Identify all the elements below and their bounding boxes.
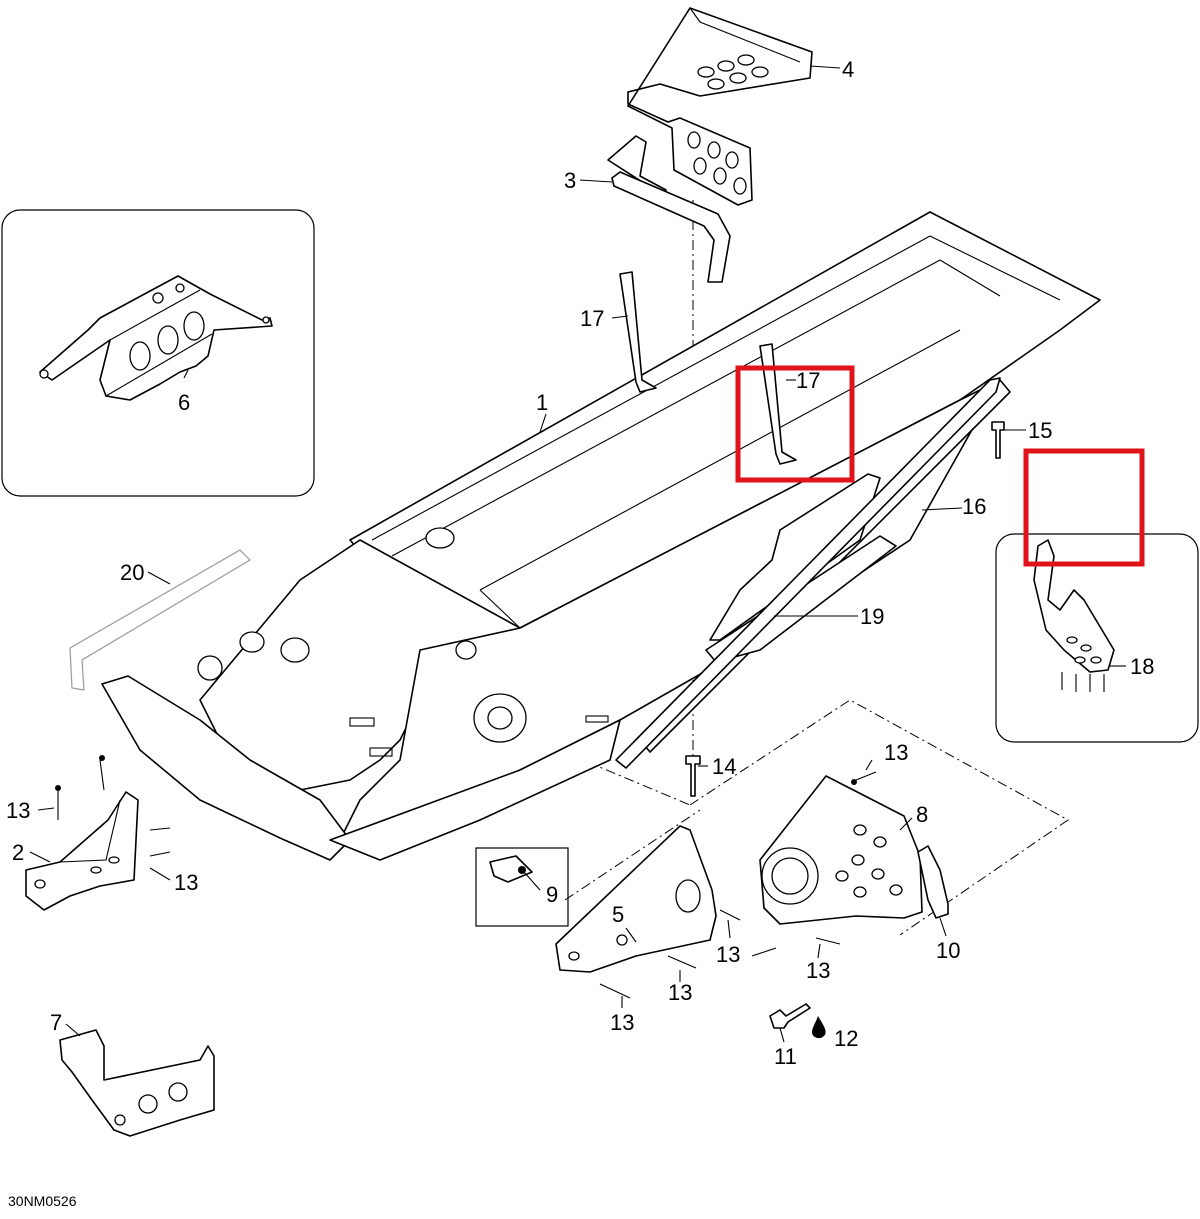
part-17-upper-bracket [619,271,657,393]
leader-lines [29,65,1126,1043]
callout-4: 4 [842,57,854,82]
callout-13-center-right: 13 [806,958,830,983]
part-8-plate [759,775,923,925]
diagram-code: 30NM0526 [8,1193,77,1209]
part-20-rail [69,549,251,691]
callout-18: 18 [1130,654,1154,679]
callout-8: 8 [916,802,928,827]
callout-11: 11 [774,1044,797,1069]
part-7-bracket [59,1029,215,1137]
callout-3: 3 [564,168,576,193]
callout-17-upper: 17 [580,306,604,331]
callout-20: 20 [120,560,144,585]
part-5-plate [555,825,717,973]
callout-7: 7 [50,1010,62,1035]
inset-box-part-9 [475,847,569,927]
part-15-rivet [991,421,1005,459]
callout-17-lower: 17 [796,368,820,393]
part-16-rail [615,377,1001,769]
callout-13-left: 13 [6,798,30,823]
callout-9: 9 [546,882,558,907]
inset-box-part-6 [1,209,315,497]
callout-14: 14 [712,754,736,779]
part-13-rivets [55,755,877,999]
part-4-front-plate [627,7,813,206]
part-17-lower-bracket [759,343,797,465]
highlight-box-part-18 [1023,448,1145,567]
part-12-lubricant-icon [812,1016,826,1039]
callout-12: 12 [834,1026,858,1051]
highlight-box-part-17 [735,365,855,483]
callout-19: 19 [860,604,884,629]
callout-13-lower-center: 13 [668,980,692,1005]
callout-13-left-lower: 13 [174,870,198,895]
callout-2: 2 [12,840,24,865]
part-2-bracket [25,791,139,911]
callout-13-center: 13 [716,942,740,967]
part-9-patch [489,855,533,883]
callout-13-bottom: 13 [610,1010,634,1035]
part-10-bracket [917,845,949,919]
part-6-bracket [39,275,273,401]
callout-5: 5 [612,902,624,927]
part-14-rivet [685,755,701,797]
callout-1: 1 [536,390,548,415]
callout-10: 10 [936,938,960,963]
callout-16: 16 [962,494,986,519]
inset-box-part-18 [995,533,1199,743]
callout-15: 15 [1028,418,1052,443]
part-3-support-bar [607,135,731,283]
callout-6: 6 [178,390,190,415]
part-11-bolt [769,1003,811,1029]
callout-13-upper-right: 13 [884,740,908,765]
